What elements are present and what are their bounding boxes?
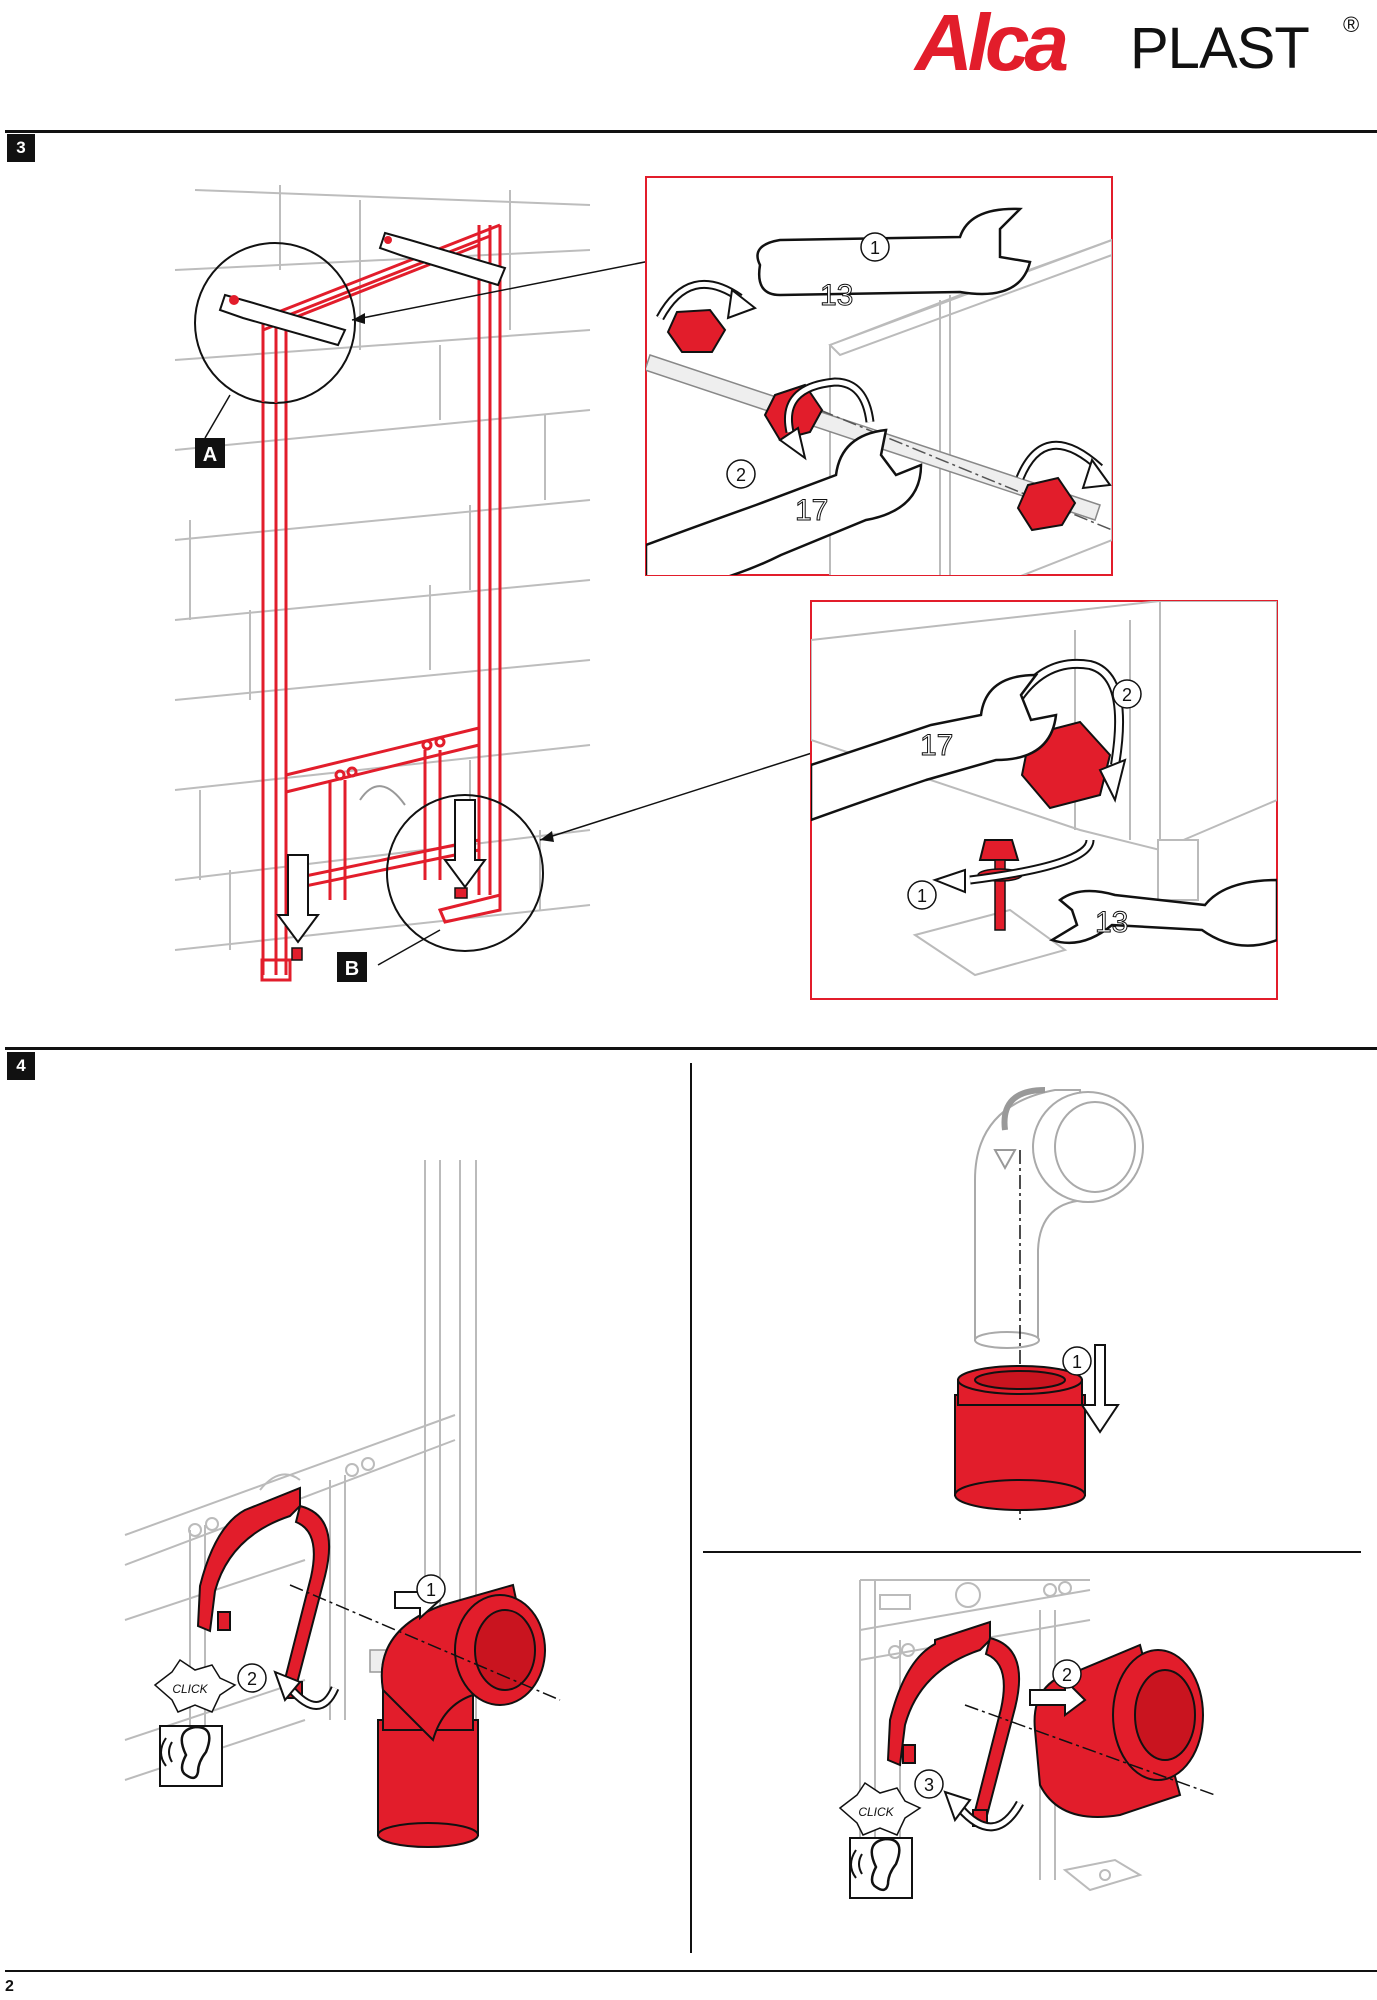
step-marker-2: 2 (726, 459, 756, 489)
callout-a: A (195, 438, 225, 468)
leader-line-b (539, 751, 816, 841)
step-marker-1: 1 (1062, 1346, 1092, 1376)
divider-step4-right (703, 1551, 1361, 1553)
detail-box-bottom-content (811, 601, 1277, 977)
svg-text:2: 2 (1062, 1665, 1072, 1685)
wrench-icon (646, 428, 923, 575)
svg-text:CLICK: CLICK (172, 1682, 208, 1696)
brand-logo: Alca PLAST ® (915, 0, 1375, 85)
elbow-pipe-grey (974, 1087, 1144, 1349)
divider-step4 (5, 1047, 1377, 1050)
wrench-size-13-top: 13 (820, 279, 853, 312)
wrench-icon (811, 673, 1058, 822)
divider-step4-vertical (690, 1063, 692, 1953)
ear-icon (159, 1725, 223, 1787)
step-marker-2: 2 (237, 1663, 267, 1693)
ear-icon (849, 1837, 913, 1899)
step-marker-1: 1 (416, 1574, 446, 1604)
svg-text:1: 1 (870, 238, 880, 258)
svg-text:B: B (345, 958, 359, 980)
step-marker-3: 3 (914, 1769, 944, 1799)
step-marker-2: 2 (1052, 1659, 1082, 1689)
wrench-size-13-bottom: 13 (1095, 906, 1128, 939)
frame-outline-step4-left (124, 1160, 477, 1830)
registered-mark: ® (1343, 12, 1360, 37)
brand-word-plast: PLAST (1130, 16, 1310, 81)
svg-text:2: 2 (1122, 685, 1132, 705)
wrench-size-17-bottom: 17 (920, 729, 953, 762)
wc-pipe-bracket (359, 785, 406, 806)
leader-line-a (351, 257, 666, 321)
pipe-bracket-red (886, 1620, 1021, 1827)
divider-step3 (5, 130, 1377, 133)
click-burst-icon: CLICK (153, 1658, 237, 1713)
bolt-arrow-bottom (276, 799, 487, 961)
svg-text:2: 2 (247, 1669, 257, 1689)
down-arrow-icon (1080, 1344, 1120, 1434)
step-3-badge: 3 (7, 134, 35, 162)
installation-frame (260, 223, 502, 982)
svg-text:2: 2 (736, 465, 746, 485)
brand-word-alca: Alca (915, 0, 1069, 87)
step-4-badge: 4 (7, 1052, 35, 1080)
divider-footer (5, 1970, 1377, 1972)
page-number: 2 (5, 1978, 14, 1995)
svg-text:1: 1 (1072, 1352, 1082, 1372)
pipe-socket-red (954, 1365, 1086, 1511)
svg-text:1: 1 (426, 1580, 436, 1600)
brick-wall (174, 185, 591, 951)
svg-text:CLICK: CLICK (858, 1805, 894, 1819)
svg-text:3: 3 (924, 1775, 934, 1795)
step-marker-1: 1 (907, 880, 937, 910)
wrench-size-17-top: 17 (795, 494, 828, 527)
svg-text:1: 1 (917, 886, 927, 906)
step-marker-1: 1 (860, 232, 890, 262)
svg-text:A: A (203, 444, 217, 466)
click-burst-icon: CLICK (838, 1781, 922, 1836)
step-marker-2: 2 (1112, 679, 1142, 709)
magnifier-circle-b (386, 794, 544, 952)
callout-b: B (337, 952, 367, 982)
wrench-icon (756, 207, 1032, 297)
elbow-fitting-red (377, 1583, 546, 1848)
magnifier-a-content (218, 293, 347, 403)
bolt-arrow-top (378, 231, 507, 287)
detail-box-top-content (646, 207, 1112, 575)
pipe-bracket-red (196, 1486, 331, 1699)
wrench-icon (1049, 878, 1277, 947)
